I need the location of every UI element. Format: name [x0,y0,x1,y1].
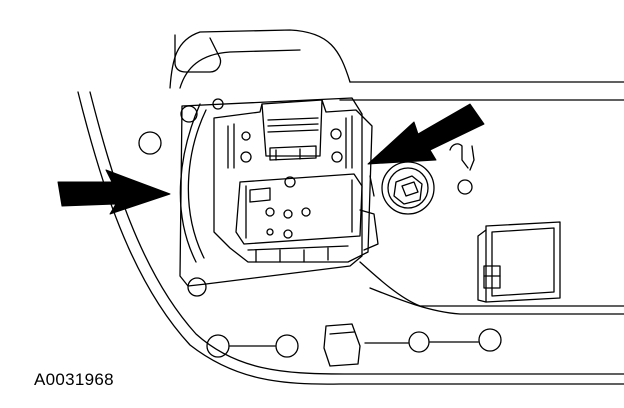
blower-resistor [213,99,379,263]
left-pointer-arrow [57,169,171,215]
bracket-bolt-hole [187,277,207,297]
bracket-bolt-hole [212,98,224,110]
connector-pin [283,209,293,219]
mounting-bracket [179,97,363,297]
connector-pin [301,207,311,217]
figure-id-label: A0031968 [34,370,114,389]
clip-hole [478,328,502,352]
right-pointer-arrow [367,103,485,165]
connector-pin [284,176,296,188]
indicator-arrows [57,103,485,215]
round-connector [381,143,475,215]
connector-pin [265,207,275,217]
clip-hole [138,131,162,155]
lower-clip [323,323,361,367]
clip-hole [457,179,473,195]
bracket-bolt-hole [180,105,198,123]
trim-panel-outline [77,29,624,385]
connector-pin [283,229,293,239]
trim-clip-holes [138,131,502,358]
connector-pin [266,228,274,236]
clip-hole [275,334,299,358]
clip-hole [206,334,230,358]
side-module [477,221,561,303]
clip-hole [408,331,430,353]
module-tab [483,265,501,289]
